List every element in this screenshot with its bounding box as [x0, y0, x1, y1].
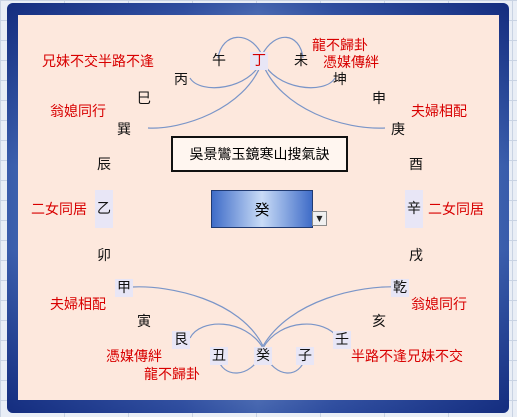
note-lower-left: 夫婦相配	[50, 297, 106, 313]
note-mid-left: 二女同居	[31, 202, 87, 218]
note-lower-right: 翁媳同行	[411, 297, 467, 313]
mountain-jia: 甲	[115, 279, 133, 297]
note-bottom-left-2: 龍不歸卦	[144, 367, 200, 383]
note-top-left: 兄妹不交半路不逢	[42, 54, 154, 70]
mountain-si: 巳	[137, 91, 151, 107]
mountain-select[interactable]: 癸	[211, 190, 313, 228]
note-upper-right: 夫婦相配	[411, 104, 467, 120]
mountain-gui: 癸	[254, 347, 272, 365]
mountain-ren: 壬	[333, 331, 351, 349]
mountain-zi: 子	[296, 347, 314, 365]
mountain-shen: 申	[372, 91, 386, 107]
dropdown-arrow-icon[interactable]: ▼	[312, 211, 327, 226]
mountain-wu: 午	[212, 53, 226, 69]
mountain-select-value: 癸	[254, 200, 270, 219]
mountain-xin: 辛	[405, 190, 423, 228]
mountain-mao: 卯	[97, 248, 111, 264]
mountain-you: 酉	[409, 157, 423, 173]
mountain-xu: 戌	[409, 248, 423, 264]
mountain-gen: 艮	[172, 331, 190, 349]
note-top-right-1: 龍不歸卦	[312, 38, 368, 54]
mountain-wei: 未	[294, 53, 308, 69]
mountain-ding: 丁	[250, 52, 268, 70]
mountain-qian: 乾	[391, 279, 409, 297]
note-bottom-left-1: 憑媒傳絆	[106, 349, 162, 365]
mountain-xun: 巽	[117, 122, 131, 138]
mountain-yi: 乙	[95, 190, 113, 228]
mountain-chen: 辰	[97, 157, 111, 173]
mountain-chou: 丑	[210, 347, 228, 365]
mountain-hai: 亥	[372, 314, 386, 330]
note-top-right-2: 憑媒傳絆	[323, 55, 379, 71]
mountain-yin: 寅	[137, 314, 151, 330]
note-mid-right: 二女同居	[428, 202, 484, 218]
mountain-kun: 坤	[333, 72, 347, 88]
title-box: 吳景鸞玉鏡寒山搜氣訣	[171, 136, 348, 172]
title-text: 吳景鸞玉鏡寒山搜氣訣	[189, 147, 330, 163]
note-bottom-right: 半路不逢兄妹不交	[351, 349, 463, 365]
note-upper-left: 翁媳同行	[50, 104, 106, 120]
mountain-geng: 庚	[391, 122, 405, 138]
mountain-bing: 丙	[174, 72, 188, 88]
